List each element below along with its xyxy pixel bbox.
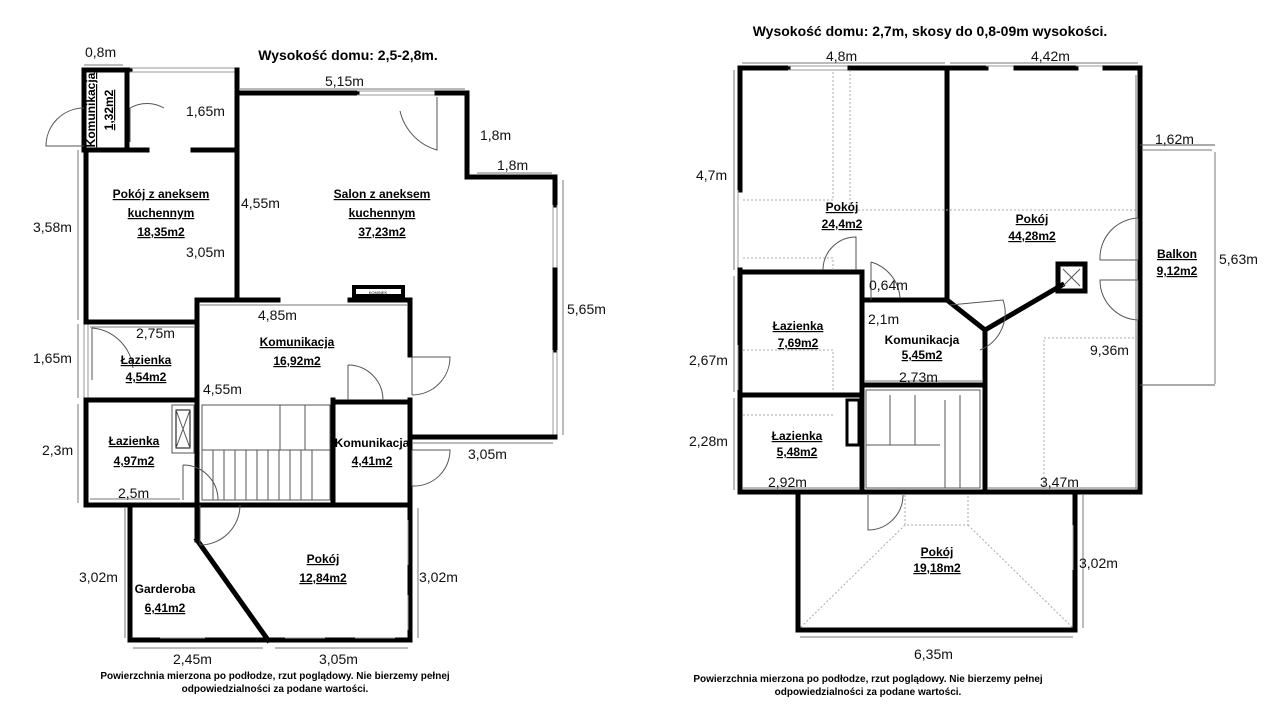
- room-area: 9,12m2: [1157, 264, 1198, 278]
- room-name: Łazienka: [109, 434, 160, 448]
- dimension: 3,47m: [1040, 474, 1079, 490]
- room-area: 24,4m2: [822, 217, 863, 231]
- dimension-labels: 4,8m 4,42m 1,62m 4,7m 5,63m 0,64m 2,1m 2…: [689, 48, 1258, 662]
- dimension: 1,65m: [33, 350, 72, 366]
- room-area: 7,69m2: [778, 336, 819, 350]
- room-area: 5,48m2: [777, 445, 818, 459]
- ground-floor-title: Wysokość domu: 2,5-2,8m.: [258, 47, 437, 63]
- dimension: 1,8m: [480, 127, 511, 143]
- room-area: 12,84m2: [299, 571, 347, 585]
- dimension: 4,8m: [826, 48, 857, 64]
- dimension: 0,8m: [85, 44, 116, 60]
- room-labels: Pokój 24,4m2 Pokój 44,28m2 Balkon 9,12m2…: [772, 200, 1198, 575]
- room-name: Komunikacja: [84, 72, 98, 147]
- room-name: Pokój: [307, 552, 340, 566]
- dimension: 2,5m: [118, 485, 149, 501]
- dimension: 4,55m: [241, 195, 280, 211]
- room-name: Salon z aneksem: [334, 187, 431, 201]
- doors: [45, 97, 451, 546]
- ground-floor-plan: KOMINEK: [33, 44, 606, 695]
- room-name: Pokój z aneksem: [113, 187, 210, 201]
- dimension: 3,02m: [79, 569, 118, 585]
- dimension: 5,65m: [567, 301, 606, 317]
- dimension: 1,62m: [1155, 131, 1194, 147]
- room-name: Komunikacja: [335, 436, 410, 450]
- room-area: 5,45m2: [902, 348, 943, 362]
- disclaimer-note: odpowiedzialności za podane wartości.: [182, 684, 369, 695]
- doors: [822, 217, 1139, 531]
- slope-lines: [743, 70, 1138, 629]
- dimension: 4,42m: [1031, 48, 1070, 64]
- room-area: 44,28m2: [1008, 229, 1056, 243]
- walls: KOMINEK: [45, 67, 558, 644]
- dimension: 3,02m: [1079, 555, 1118, 571]
- room-area: 18,35m2: [137, 225, 185, 239]
- room-name: Łazienka: [773, 319, 824, 333]
- room-name: Łazienka: [772, 429, 823, 443]
- upper-floor-plan: Wysokość domu: 2,7m, skosy do 0,8-09m wy…: [689, 23, 1258, 698]
- dimension: 2,3m: [42, 442, 73, 458]
- dimension: 3,05m: [468, 446, 507, 462]
- room-name: Łazienka: [121, 353, 172, 367]
- room-area: 1,32m2: [102, 89, 116, 130]
- room-name: Pokój: [921, 545, 954, 559]
- dimension: 4,55m: [203, 381, 242, 397]
- room-area: 37,23m2: [358, 225, 406, 239]
- dimension: 1,65m: [186, 103, 225, 119]
- dimension: 2,92m: [768, 474, 807, 490]
- room-name: kuchennym: [128, 206, 195, 220]
- dimension: 4,7m: [696, 167, 727, 183]
- disclaimer-note: Powierzchnia mierzona po podłodze, rzut …: [100, 671, 450, 682]
- dimension: 2,28m: [689, 433, 728, 449]
- dimension: 6,35m: [914, 646, 953, 662]
- disclaimer-note: Powierzchnia mierzona po podłodze, rzut …: [693, 674, 1043, 685]
- dimension: 2,75m: [136, 325, 175, 341]
- dimension: 1,8m: [497, 157, 528, 173]
- dimension: 5,15m: [325, 73, 364, 89]
- dimension: 2,73m: [899, 369, 938, 385]
- room-area: 4,97m2: [114, 454, 155, 468]
- room-name: Pokój: [1016, 212, 1049, 226]
- stairs: [201, 404, 331, 501]
- dimension: 2,45m: [173, 651, 212, 667]
- dimension: 0,64m: [869, 277, 908, 293]
- room-area: 4,54m2: [126, 370, 167, 384]
- dimension: 3,58m: [33, 219, 72, 235]
- walls: [737, 65, 1215, 633]
- room-name: Pokój: [826, 200, 859, 214]
- dimension: 3,05m: [186, 244, 225, 260]
- room-area: 16,92m2: [273, 354, 321, 368]
- room-area: 4,41m2: [352, 454, 393, 468]
- room-area: 19,18m2: [913, 561, 961, 575]
- dimension: 9,36m: [1090, 342, 1129, 358]
- room-name: Komunikacja: [885, 333, 960, 347]
- chimney: [1055, 261, 1088, 294]
- room-name: Komunikacja: [260, 335, 335, 349]
- dimension: 2,1m: [868, 311, 899, 327]
- dimension: 3,05m: [319, 651, 358, 667]
- dimension: 2,67m: [689, 352, 728, 368]
- fireplace-label: KOMINEK: [369, 290, 388, 295]
- room-name: Garderoba: [135, 582, 196, 596]
- room-name: Balkon: [1157, 247, 1197, 261]
- room-name: kuchennym: [349, 206, 416, 220]
- dimension: 5,63m: [1219, 251, 1258, 267]
- disclaimer-note: odpowiedzialności za podane wartości.: [775, 687, 962, 698]
- stairs: [865, 389, 981, 489]
- upper-floor-title: Wysokość domu: 2,7m, skosy do 0,8-09m wy…: [753, 23, 1108, 39]
- room-area: 6,41m2: [145, 601, 186, 615]
- room-labels: Komunikacja 1,32m2 Pokój z aneksem kuche…: [84, 72, 430, 615]
- dimension: 4,85m: [258, 307, 297, 323]
- dimension-labels: 0,8m 5,15m 1,65m 1,8m 1,8m 3,58m 4,55m 3…: [33, 44, 606, 667]
- dimension: 3,02m: [419, 569, 458, 585]
